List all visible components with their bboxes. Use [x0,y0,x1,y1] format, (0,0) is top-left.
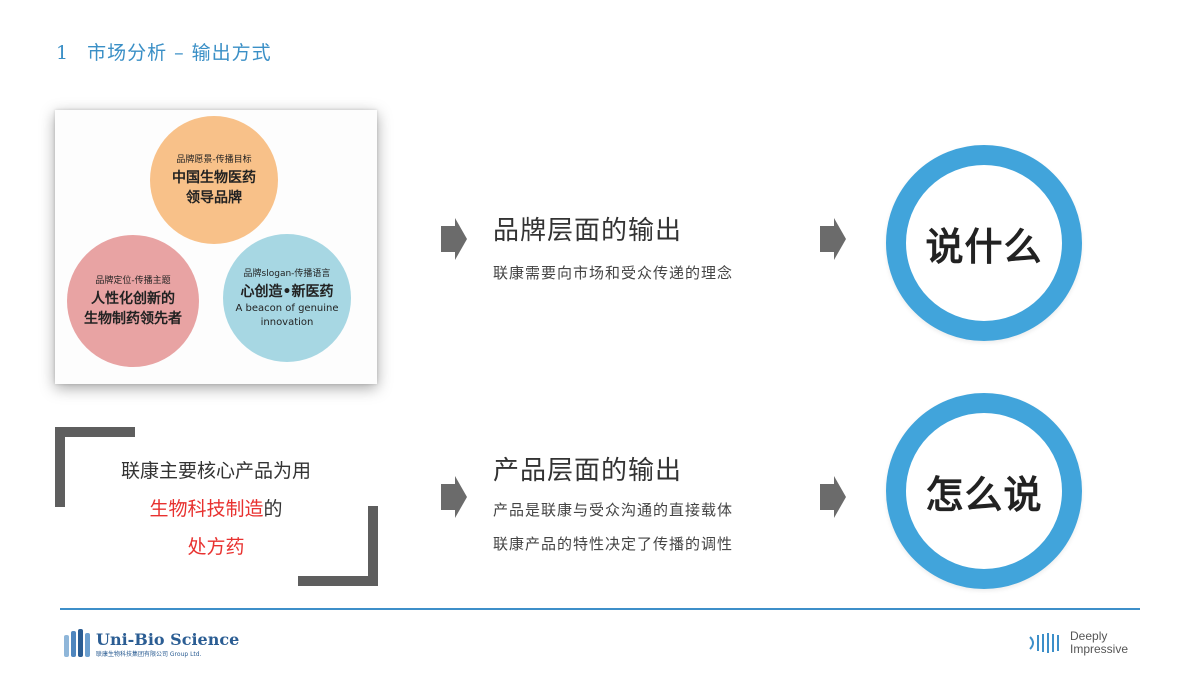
venn-vision-line2: 领导品牌 [186,190,242,206]
ring-what-to-say-label: 说什么 [925,224,1043,269]
venn-slogan-sub: 品牌slogan-传播语言 [243,269,331,279]
section-number: 1 [56,42,70,64]
deeply-text: Deeply [1070,629,1108,643]
uni-bio-logo-icon [64,629,90,657]
footer-divider [60,608,1140,610]
uni-bio-logo: Uni-Bio Science 联康生物科技集团有限公司 Group Ltd. [62,626,239,662]
uni-bio-brand-name: Uni-Bio Science [96,629,240,649]
sound-wave-icon [1029,633,1059,653]
impressive-text: Impressive [1070,642,1129,656]
arrow-right-icon [820,476,846,518]
page-title: 1 市场分析 – 输出方式 [56,38,272,65]
arrow-right-icon [820,218,846,260]
arrow-right-icon [441,218,467,260]
uni-bio-brand-sub: 联康生物科技集团有限公司 Group Ltd. [96,650,202,658]
brand-output-desc: 联康需要向市场和受众传递的理念 [493,264,734,282]
venn-positioning-line1: 人性化创新的 [91,291,175,307]
corner-bracket-top-horizontal [55,427,135,437]
deeply-impressive-logo: Deeply Impressive [1028,630,1128,656]
core-product-statement: 联康主要核心产品为用 生物科技制造的 处方药 [66,452,366,566]
statement-line2-tail: 的 [263,498,283,520]
statement-highlight-biotech: 生物科技制造 [149,498,264,520]
venn-circle-slogan: 品牌slogan-传播语言 心创造•新医药 A beacon of genuin… [223,234,351,362]
corner-bracket-top-vertical [55,427,65,507]
product-output-desc2: 联康产品的特性决定了传播的调性 [493,535,734,553]
venn-slogan-en1: A beacon of genuine [235,303,339,314]
venn-circle-positioning: 品牌定位-传播主题 人性化创新的 生物制药领先者 [67,235,199,367]
venn-positioning-line2: 生物制药领先者 [84,311,182,327]
brand-venn-card: 品牌愿景-传播目标 中国生物医药 领导品牌 品牌定位-传播主题 人性化创新的 生… [55,110,377,384]
ring-how-to-say: 怎么说 [886,393,1082,589]
ring-what-to-say: 说什么 [886,145,1082,341]
venn-vision-sub: 品牌愿景-传播目标 [176,155,252,165]
product-output-title: 产品层面的输出 [493,456,683,486]
corner-bracket-bottom-vertical [368,506,378,586]
venn-positioning-sub: 品牌定位-传播主题 [95,276,171,286]
venn-slogan-line1: 心创造•新医药 [240,284,334,300]
ring-how-to-say-label: 怎么说 [925,472,1043,517]
venn-vision-line1: 中国生物医药 [172,170,256,186]
section-title: 市场分析 – 输出方式 [87,42,272,64]
statement-highlight-prescription: 处方药 [187,536,245,558]
arrow-right-icon [441,476,467,518]
venn-slogan-en2: innovation [260,317,314,328]
statement-line1: 联康主要核心产品为用 [120,460,311,482]
corner-bracket-bottom-horizontal [298,576,378,586]
venn-circle-vision: 品牌愿景-传播目标 中国生物医药 领导品牌 [150,116,278,244]
brand-output-title: 品牌层面的输出 [493,216,683,246]
product-output-desc1: 产品是联康与受众沟通的直接载体 [493,501,734,519]
statement-line2: 生物科技制造的 [66,490,366,528]
